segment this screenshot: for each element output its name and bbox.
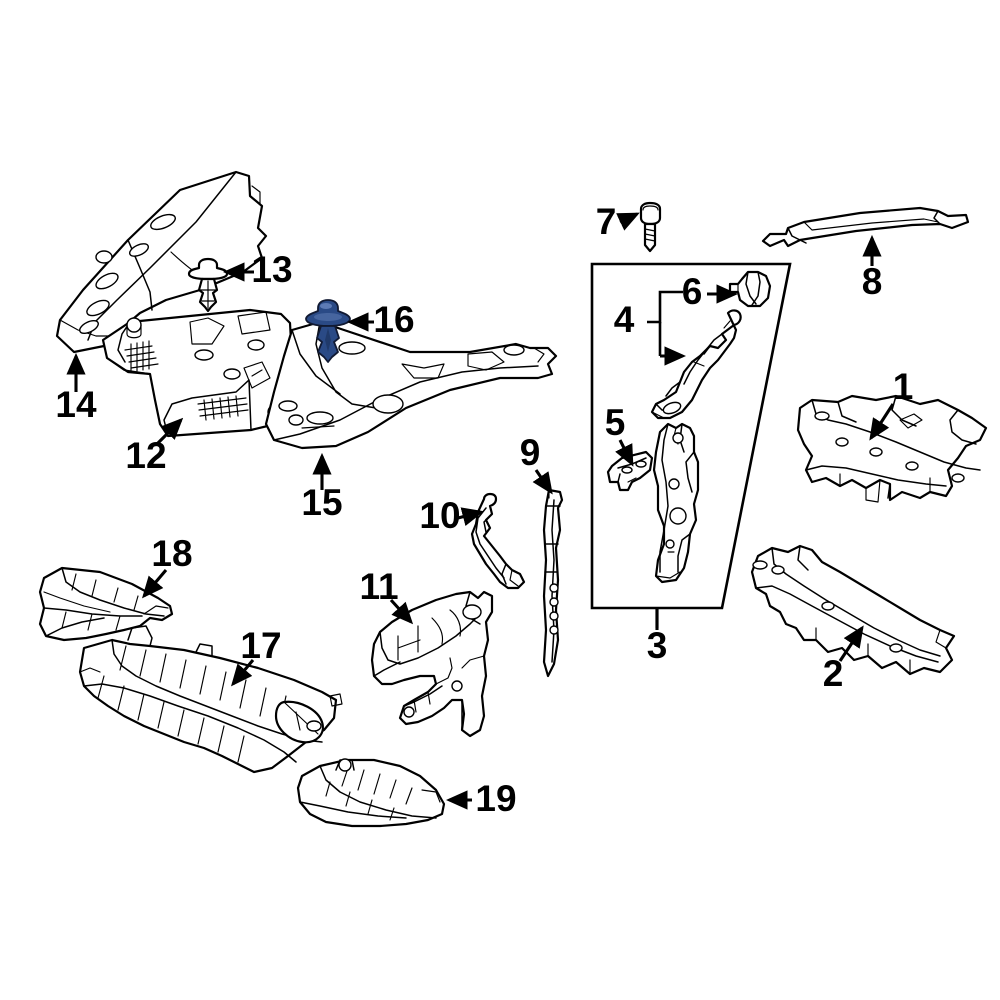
- callout-label-11: 11: [359, 566, 398, 607]
- part-19-air-spoiler-right: [296, 758, 446, 828]
- part-7-screw-fastener: [639, 201, 662, 253]
- callout-label-1: 1: [893, 366, 914, 407]
- part-18-air-spoiler-left: [38, 566, 174, 642]
- part-10-hood-lock-brace-rod: [470, 492, 526, 590]
- callout-leaders: [66, 212, 895, 810]
- callout-label-14: 14: [55, 384, 97, 425]
- callout-label-13: 13: [251, 249, 292, 290]
- part-12-engine-under-cover: [101, 308, 294, 438]
- part-15-fender-apron-seal-right: [264, 320, 558, 450]
- callout-label-19: 19: [475, 778, 516, 819]
- part-1-radiator-support-upper-tie-bar: [796, 394, 988, 503]
- part-8-upper-cover-trim-strip: [761, 206, 970, 248]
- callout-label-3: 3: [647, 625, 668, 666]
- callout-label-7: 7: [596, 201, 617, 242]
- callout-label-17: 17: [240, 625, 281, 666]
- callout-label-16: 16: [373, 299, 414, 340]
- part-2-radiator-support-lower-tie-bar: [750, 544, 956, 676]
- part-14-fender-apron-seal-left: [55, 170, 268, 354]
- callout-label-12: 12: [125, 435, 166, 476]
- part-4-hood-latch-support: [650, 309, 742, 420]
- callout-label-6: 6: [682, 271, 703, 312]
- callout-label-8: 8: [862, 261, 883, 302]
- callout-label-5: 5: [605, 402, 626, 443]
- callout-label-15: 15: [301, 482, 342, 523]
- callout-label-18: 18: [151, 533, 192, 574]
- part-9-side-support-rail: [542, 488, 564, 678]
- callout-label-2: 2: [823, 653, 844, 694]
- part-17-lower-deflector-air-dam: [78, 625, 343, 774]
- part-11-headlamp-mounting-bracket: [370, 590, 494, 738]
- part-3-radiator-support-side: [652, 422, 700, 584]
- callout-label-10: 10: [419, 495, 460, 536]
- callout-label-9: 9: [520, 432, 541, 473]
- part-6-hood-bumper-stopper: [728, 270, 772, 308]
- callout-label-4: 4: [614, 299, 635, 340]
- callout-labels: 1 2 3 4 5 6 7 8 9 10 11 12 13 14 15 16 1…: [55, 201, 913, 819]
